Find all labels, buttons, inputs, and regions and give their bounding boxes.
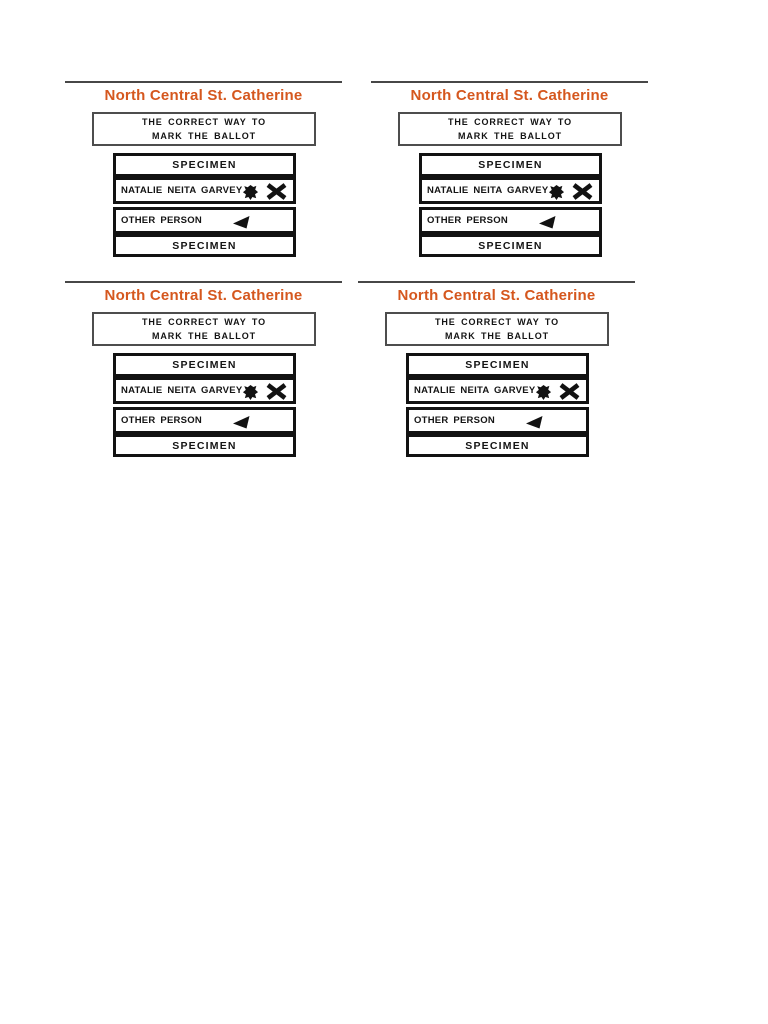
candidate-name-label: OTHER PERSON [414, 415, 496, 426]
specimen-row-top: SPECIMEN [419, 153, 602, 177]
candidate-row-other: OTHER PERSON [113, 207, 296, 234]
instruction-line-2: MARK THE BALLOT [458, 130, 562, 141]
instruction-box: THE CORRECT WAY TO MARK THE BALLOT [92, 112, 316, 146]
specimen-label: SPECIMEN [172, 159, 237, 171]
specimen-row-top: SPECIMEN [113, 353, 296, 377]
instruction-line-2: MARK THE BALLOT [152, 330, 256, 341]
instruction-box: THE CORRECT WAY TO MARK THE BALLOT [385, 312, 609, 346]
specimen-label: SPECIMEN [465, 359, 530, 371]
constituency-title: North Central St. Catherine [410, 87, 609, 104]
candidate-row-garvey: NATALIE NEITA GARVEY [113, 177, 296, 204]
instruction-line-1: THE CORRECT WAY TO [141, 116, 267, 127]
arrowhead-icon [233, 216, 250, 229]
arrowhead-icon [539, 216, 556, 229]
specimen-label: SPECIMEN [172, 439, 237, 452]
instruction-line-2: MARK THE BALLOT [445, 330, 549, 341]
candidate-row-other: OTHER PERSON [419, 207, 602, 234]
instruction-line-1: THE CORRECT WAY TO [447, 116, 573, 127]
ballot-specimen-card: North Central St. Catherine THE CORRECT … [371, 81, 648, 263]
divider-line [371, 81, 648, 83]
arrowhead-icon [526, 416, 543, 429]
specimen-row-top: SPECIMEN [406, 353, 589, 377]
ballot-specimen-card: North Central St. Catherine THE CORRECT … [65, 281, 342, 463]
x-mark-icon [265, 183, 288, 200]
ballot-box: SPECIMEN NATALIE NEITA GARVEY [419, 153, 602, 257]
candidate-name-label: OTHER PERSON [121, 215, 203, 226]
x-mark-icon [265, 383, 288, 400]
specimen-row-bottom: SPECIMEN [406, 434, 589, 457]
divider-line [65, 281, 342, 283]
specimen-row-bottom: SPECIMEN [419, 234, 602, 257]
candidate-name-label: NATALIE NEITA GARVEY [121, 385, 243, 396]
candidate-name-label: OTHER PERSON [427, 215, 509, 226]
candidate-name-label: NATALIE NEITA GARVEY [414, 385, 536, 396]
candidate-name-label: NATALIE NEITA GARVEY [121, 185, 243, 196]
divider-line [358, 281, 635, 283]
x-mark-icon [558, 383, 581, 400]
instruction-line-1: THE CORRECT WAY TO [434, 316, 560, 327]
candidate-row-other: OTHER PERSON [113, 407, 296, 434]
instruction-box: THE CORRECT WAY TO MARK THE BALLOT [92, 312, 316, 346]
candidate-row-garvey: NATALIE NEITA GARVEY [113, 377, 296, 404]
candidate-name-label: NATALIE NEITA GARVEY [427, 185, 549, 196]
specimen-row-top: SPECIMEN [113, 153, 296, 177]
constituency-title: North Central St. Catherine [397, 287, 596, 304]
specimen-label: SPECIMEN [172, 239, 237, 252]
ballot-specimen-card: North Central St. Catherine THE CORRECT … [358, 281, 635, 463]
party-symbol-icon [535, 384, 552, 401]
party-symbol-icon [242, 184, 259, 201]
specimen-row-bottom: SPECIMEN [113, 234, 296, 257]
x-mark-icon [571, 183, 594, 200]
instruction-box: THE CORRECT WAY TO MARK THE BALLOT [398, 112, 622, 146]
arrowhead-icon [233, 416, 250, 429]
constituency-title: North Central St. Catherine [104, 87, 303, 104]
specimen-label: SPECIMEN [478, 159, 543, 171]
candidate-row-garvey: NATALIE NEITA GARVEY [406, 377, 589, 404]
specimen-label: SPECIMEN [478, 239, 543, 252]
specimen-row-bottom: SPECIMEN [113, 434, 296, 457]
ballot-box: SPECIMEN NATALIE NEITA GARVEY [406, 353, 589, 457]
specimen-label: SPECIMEN [465, 439, 530, 452]
divider-line [65, 81, 342, 83]
constituency-title: North Central St. Catherine [104, 287, 303, 304]
party-symbol-icon [548, 184, 565, 201]
candidate-name-label: OTHER PERSON [121, 415, 203, 426]
candidate-row-other: OTHER PERSON [406, 407, 589, 434]
party-symbol-icon [242, 384, 259, 401]
instruction-line-1: THE CORRECT WAY TO [141, 316, 267, 327]
ballot-specimen-card: North Central St. Catherine THE CORRECT … [65, 81, 342, 263]
ballot-box: SPECIMEN NATALIE NEITA GARVEY [113, 353, 296, 457]
specimen-label: SPECIMEN [172, 359, 237, 371]
instruction-line-2: MARK THE BALLOT [152, 130, 256, 141]
ballot-box: SPECIMEN NATALIE NEITA GARVEY [113, 153, 296, 257]
candidate-row-garvey: NATALIE NEITA GARVEY [419, 177, 602, 204]
